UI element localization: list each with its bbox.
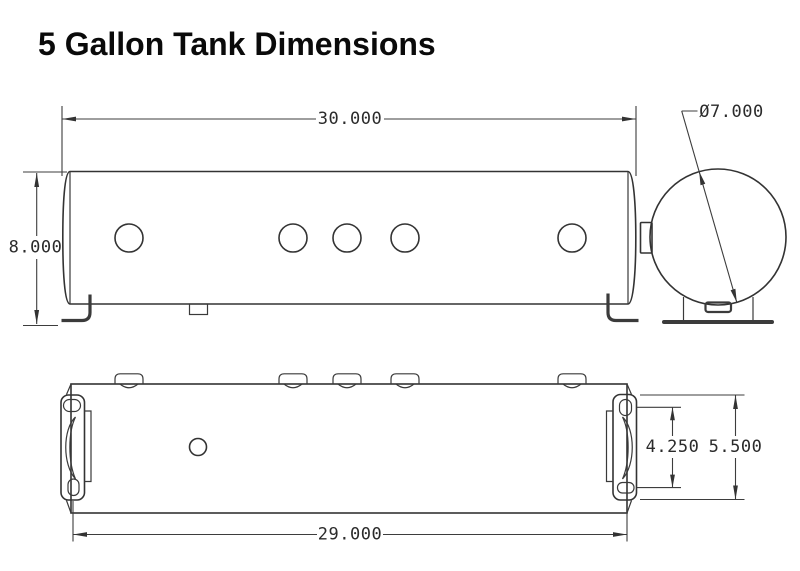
- dimension-mounting-length: 29.000: [72, 501, 628, 545]
- mounting-slot: [67, 478, 80, 497]
- tank-body-outline: [61, 170, 637, 305]
- port-boss: [390, 373, 420, 389]
- left-end-plate: [60, 394, 92, 501]
- dimension-diameter: Ø7.000: [681, 102, 763, 303]
- arrowhead: [730, 288, 737, 303]
- port-hole: [557, 223, 587, 253]
- arrowhead: [34, 310, 40, 324]
- port-boss: [557, 373, 587, 389]
- leader-line: [681, 110, 738, 303]
- arrowhead: [62, 116, 76, 122]
- end-plate-outline: [60, 394, 86, 501]
- dimension-slot-spacing: 4.250: [637, 406, 700, 489]
- end-cap-arc: [65, 416, 77, 480]
- dim-bracket-height-label: 5.500: [709, 437, 763, 457]
- end-view: [639, 168, 787, 324]
- mounting-slot: [62, 398, 82, 413]
- port-hole: [332, 223, 362, 253]
- bottom-view: [60, 373, 638, 514]
- dim-slot-spacing-label: 4.250: [646, 437, 700, 457]
- dim-mounting-length-label: 29.000: [318, 525, 382, 545]
- dimension-bracket-height: 5.500: [640, 394, 763, 501]
- arrowhead: [699, 171, 706, 186]
- side-view: [61, 170, 639, 323]
- end-port-fitting: [639, 221, 653, 254]
- bottom-port-hole: [188, 437, 208, 457]
- foot-pad: [704, 301, 733, 314]
- mounting-slot: [618, 398, 633, 417]
- mounting-slot: [616, 481, 635, 494]
- port-boss: [332, 373, 362, 389]
- dim-overall-length-label: 30.000: [318, 109, 382, 129]
- port-hole: [390, 223, 420, 253]
- drain-bung: [188, 303, 209, 316]
- left-foot-bracket: [61, 294, 92, 323]
- end-plate-outline: [612, 393, 638, 501]
- arrowhead: [733, 395, 738, 409]
- dimension-overall-length: 30.000: [61, 106, 637, 176]
- tank-end-circle: [649, 168, 787, 306]
- port-boss: [278, 373, 308, 389]
- port-hole: [114, 223, 144, 253]
- end-plate-step: [84, 410, 92, 483]
- port-boss: [114, 373, 144, 389]
- arrowhead: [733, 485, 738, 500]
- dim-overall-height-label: 8.000: [9, 238, 63, 258]
- dimension-overall-height: 8.000: [9, 171, 67, 327]
- corner-chamfer: [65, 383, 633, 514]
- dim-diameter-label: Ø7.000: [699, 102, 763, 122]
- end-cap-arc: [621, 416, 633, 480]
- arrowhead: [73, 532, 87, 537]
- right-end-plate: [605, 393, 638, 501]
- arrowhead: [670, 474, 675, 488]
- port-hole: [278, 223, 308, 253]
- arrowhead: [622, 116, 636, 122]
- right-foot-bracket: [606, 293, 639, 323]
- arrowhead: [670, 407, 675, 421]
- page-title: 5 Gallon Tank Dimensions: [38, 26, 436, 62]
- arrowhead: [613, 532, 627, 537]
- port-boss-tabs: [114, 373, 587, 389]
- arrowhead: [34, 173, 40, 187]
- tank-bottom-outline: [70, 383, 628, 514]
- end-plate-step: [605, 410, 613, 483]
